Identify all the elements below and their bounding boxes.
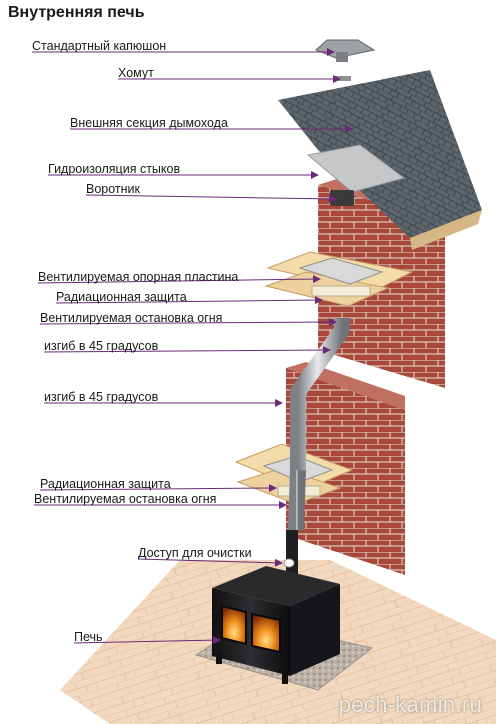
chimney-cap-post — [336, 52, 348, 62]
watermark: pech-kamin.ru — [338, 692, 482, 717]
label-cap: Стандартный капюшон — [32, 39, 167, 53]
label-stove: Печь — [74, 630, 103, 644]
roof — [278, 70, 482, 238]
label-collar: Воротник — [86, 182, 140, 196]
cleanout-access — [283, 558, 295, 568]
label-outer: Внешняя секция дымохода — [70, 116, 228, 130]
chimney-pipe-band — [333, 76, 351, 81]
label-waterproof: Гидроизоляция стыков — [48, 162, 181, 176]
leader-arrow-shield2 — [39, 484, 277, 493]
stove-window-left — [221, 604, 247, 646]
leader-arrow-firestop1 — [39, 318, 337, 327]
leader-arrow-access — [137, 558, 283, 567]
diagram-title: Внутренняя печь — [8, 4, 145, 21]
label-firestop2: Вентилируемая остановка огня — [34, 492, 217, 506]
stove-window-right — [251, 612, 281, 654]
label-access: Доступ для очистки — [138, 546, 252, 560]
label-shield2: Радиационная защита — [40, 477, 171, 491]
chimney-pipe-lower — [288, 469, 306, 531]
leader-arrow-bend1 — [43, 346, 331, 355]
roof-edge — [410, 210, 482, 250]
label-bend2: изгиб в 45 градусов — [44, 390, 159, 404]
chimney-collar — [330, 190, 354, 206]
leader-arrow-shield1 — [55, 296, 323, 305]
stove-leg-left — [216, 652, 222, 664]
chimney-pipe-bend — [290, 318, 350, 470]
label-shield1: Радиационная защита — [56, 290, 187, 304]
label-clamp: Хомут — [118, 66, 154, 80]
leader-arrow-stove — [73, 636, 221, 645]
stove-side — [290, 584, 340, 676]
leader-arrow-plate — [37, 275, 321, 284]
leader-arrow-collar — [85, 194, 337, 203]
label-bend1: изгиб в 45 градусов — [44, 339, 159, 353]
stove-top — [212, 566, 340, 606]
label-plate: Вентилируемая опорная пластина — [38, 270, 239, 284]
stove-leg-right — [282, 672, 288, 684]
label-firestop1: Вентилируемая остановка огня — [40, 311, 223, 325]
